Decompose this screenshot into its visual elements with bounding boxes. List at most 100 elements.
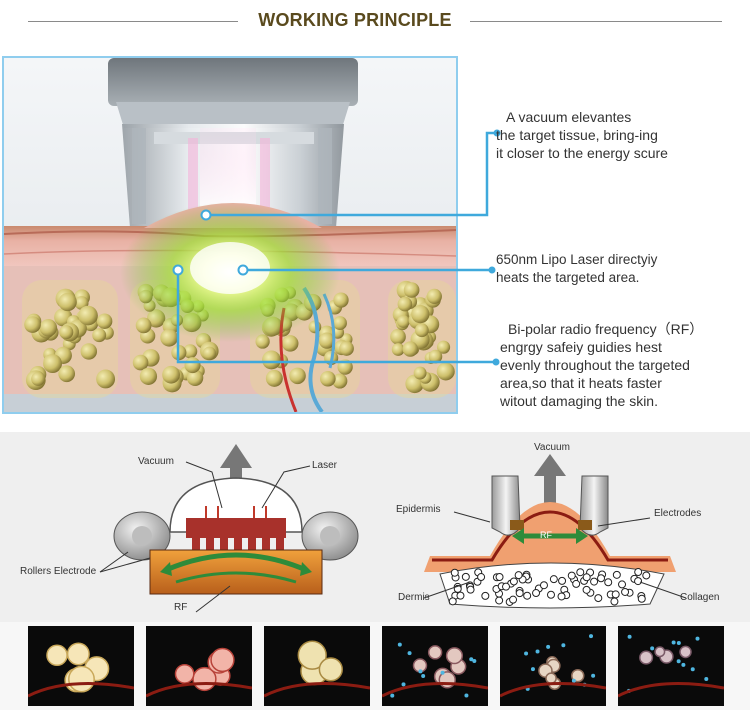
fat-cell: [171, 345, 187, 361]
fat-cell-stage-strip: [0, 622, 750, 710]
thumb-droplet: [390, 693, 395, 698]
thumb-fat-cell: [210, 647, 235, 673]
fat-cell: [58, 365, 76, 383]
dermis-cell: [450, 568, 459, 577]
thumb-droplet: [397, 642, 402, 647]
dermis-cell: [582, 573, 591, 582]
fat-cell: [428, 349, 443, 364]
dermis-cell: [495, 596, 504, 605]
fat-cell: [414, 323, 429, 338]
thumb-stage-6: [618, 626, 724, 706]
fat-cell: [160, 328, 178, 347]
dermis-cell: [618, 580, 627, 589]
dermis-cell: [502, 582, 511, 591]
fat-cell: [403, 282, 420, 298]
thumb-stage-4: [382, 626, 488, 706]
right-diagram: [423, 454, 687, 609]
thumb-vessel: [500, 682, 606, 698]
thumb-fat-cell: [445, 647, 464, 665]
thumb-droplet: [627, 634, 632, 639]
thumb-vessel: [28, 682, 134, 698]
thumb-droplet: [589, 634, 594, 639]
thumb-droplet: [440, 670, 445, 675]
dermis-cell: [572, 579, 581, 588]
device-cross-section-illustration: [2, 56, 458, 414]
thumb-droplet: [704, 677, 709, 682]
dermis-cell: [532, 589, 541, 598]
fat-cell: [332, 373, 348, 389]
dermis-cell: [612, 570, 621, 579]
thumb-droplet: [535, 649, 540, 654]
dermis-cell: [621, 587, 630, 596]
label-epidermis: Epidermis: [396, 504, 441, 515]
callout-vacuum-line-1: A vacuum elevantes: [506, 109, 632, 125]
thumb-fat-cell: [545, 672, 557, 685]
callout-vacuum: A vacuum elevantes the target tissue, br…: [496, 108, 668, 162]
callout-rf-line-4: area,so that it heats faster: [500, 375, 662, 391]
thumb-droplet: [695, 636, 700, 641]
dermis-cell: [611, 590, 620, 599]
fat-cell: [92, 328, 107, 343]
thumb-fat-cell: [679, 645, 692, 659]
fat-cell: [436, 362, 455, 381]
dermis-cell: [637, 594, 646, 603]
fat-cell: [80, 343, 98, 360]
thumb-fat-cell: [174, 664, 195, 684]
thumb-vessel: [264, 682, 370, 698]
thumb-droplet: [681, 662, 686, 667]
thumb-stage-2: [146, 626, 252, 706]
fat-cell: [281, 335, 299, 352]
dermis-cell: [546, 590, 555, 599]
fat-cell: [337, 359, 353, 375]
thumb-droplet: [464, 693, 469, 698]
thumb-fat-cell: [571, 668, 585, 683]
thumb-droplet: [524, 651, 529, 656]
thumb-droplet: [671, 640, 676, 645]
fat-cell: [289, 367, 306, 385]
callout-rf-line-3: evenly throughout the targeted: [500, 357, 690, 373]
thumb-vessel: [146, 682, 252, 698]
thumb-stage-5: [500, 626, 606, 706]
fat-cell: [265, 369, 283, 387]
dermis-cell: [523, 591, 532, 600]
dermis-cell: [509, 595, 518, 604]
dermis-cell: [514, 571, 523, 580]
dermis-cell: [466, 585, 475, 594]
fat-cell: [139, 367, 158, 385]
label-rf-right: RF: [540, 530, 552, 540]
thumb-droplet: [407, 651, 412, 656]
thumb-droplet: [469, 657, 474, 662]
callout-rf-line-1: Bi-polar radio frequency（RF）: [508, 321, 704, 337]
thumb-droplet: [571, 678, 576, 683]
thumb-droplet: [418, 669, 423, 674]
fat-cell: [59, 325, 74, 340]
thumb-fat-cell: [639, 650, 654, 665]
callout-laser-line-2: heats the targeted area.: [496, 270, 640, 285]
label-collagen: Collagen: [680, 592, 720, 603]
thumb-droplet: [472, 658, 477, 663]
dermis-cell: [461, 572, 470, 581]
fat-cell: [43, 354, 62, 374]
fat-cell: [262, 350, 281, 370]
dermis-cell: [604, 578, 613, 587]
dermis-cell: [495, 572, 504, 581]
dermis-cell: [448, 597, 457, 606]
fat-cell: [397, 315, 410, 328]
fat-cell: [58, 292, 77, 312]
dermis-cell: [634, 568, 643, 577]
principle-diagrams: Vacuum Laser Rollers Electrode RF Vacuum…: [0, 432, 750, 622]
thumb-vessel: [618, 682, 724, 698]
dermis-cell: [610, 597, 619, 606]
thumb-droplet: [676, 640, 681, 645]
thumb-droplet: [561, 643, 566, 648]
fat-cell: [186, 369, 204, 386]
fat-cell: [426, 288, 442, 304]
callout-laser: 650nm Lipo Laser directyiy heats the tar…: [496, 251, 657, 287]
callout-rf-line-2: engrgy safeiy guidies hest: [500, 339, 662, 355]
fat-cell: [390, 328, 406, 345]
dermis-cell: [582, 585, 591, 594]
thumb-droplet: [546, 644, 551, 649]
fat-cell: [31, 371, 46, 386]
fat-cell: [332, 316, 347, 331]
fat-cell: [96, 369, 116, 389]
